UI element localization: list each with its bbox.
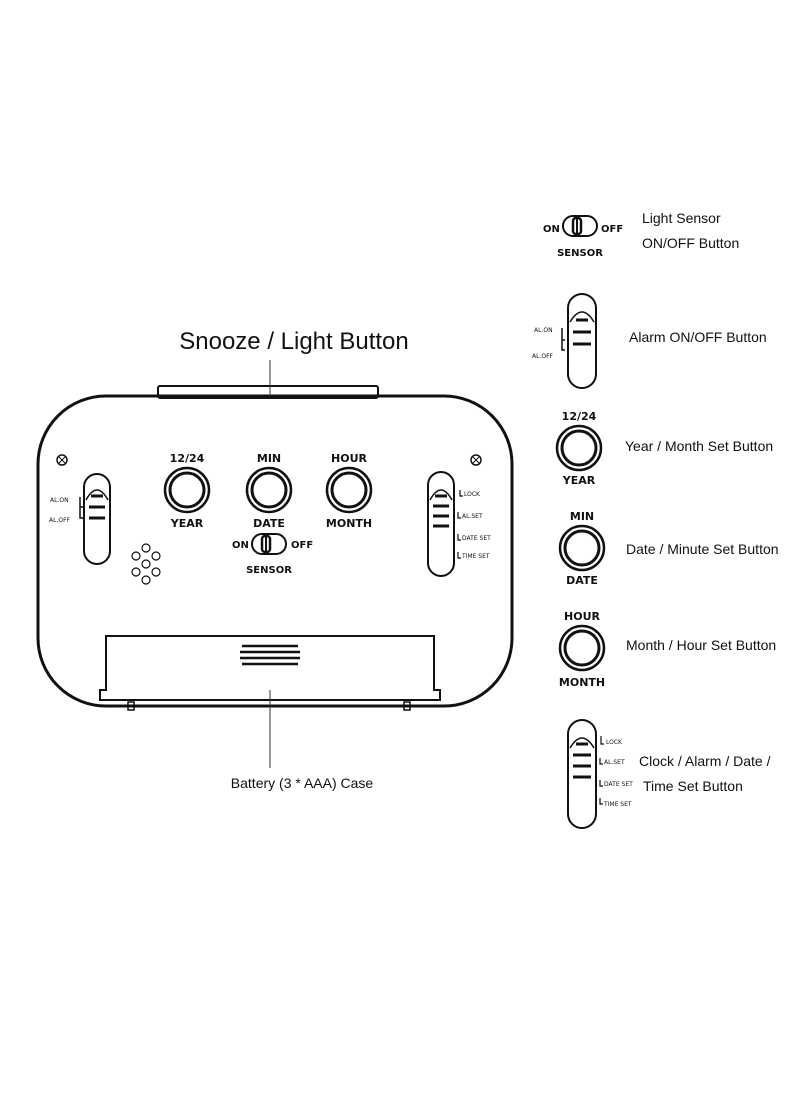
legend-month-hour-label: Month / Hour Set Button (626, 637, 776, 653)
legend-light-sensor-label-2: ON/OFF Button (642, 235, 739, 251)
button-1224-year-body: 12/24 YEAR (163, 452, 211, 530)
legend-date-minute-label: Date / Minute Set Button (626, 541, 779, 557)
svg-text:OFF: OFF (291, 540, 313, 551)
svg-text:12/24: 12/24 (562, 410, 597, 423)
svg-text:ON: ON (543, 224, 560, 235)
legend-button-hour-month: HOUR MONTH (558, 610, 606, 689)
alarm-off-label: AL.OFF (49, 517, 71, 524)
clock-body (36, 385, 514, 708)
legend-button-1224-year: 12/24 YEAR (555, 410, 603, 487)
svg-text:DATE SET: DATE SET (462, 535, 491, 542)
svg-text:TIME SET: TIME SET (603, 801, 632, 808)
svg-text:LOCK: LOCK (464, 491, 481, 498)
svg-text:AL.SET: AL.SET (604, 759, 625, 766)
alarm-switch-body: AL.ON AL.OFF (49, 473, 111, 565)
svg-text:SENSOR: SENSOR (246, 565, 292, 576)
legend-mode-label: Clock / Alarm / Date / (639, 753, 771, 769)
legend-sensor-switch: ON OFF SENSOR (543, 215, 623, 259)
svg-text:DATE: DATE (253, 517, 285, 530)
snooze-light-button (157, 385, 379, 399)
svg-text:AL.SET: AL.SET (462, 513, 483, 520)
svg-text:TIME SET: TIME SET (461, 553, 490, 560)
clock-housing (36, 394, 514, 708)
svg-text:HOUR: HOUR (331, 452, 367, 465)
mode-switch-body: LOCK AL.SET DATE SET TIME SET (427, 471, 491, 577)
battery-label: Battery (3 * AAA) Case (231, 775, 374, 791)
svg-text:SENSOR: SENSOR (557, 248, 603, 259)
svg-text:YEAR: YEAR (562, 474, 596, 487)
svg-text:MIN: MIN (570, 510, 594, 523)
svg-text:MONTH: MONTH (326, 517, 372, 530)
svg-text:OFF: OFF (601, 224, 623, 235)
svg-text:DATE SET: DATE SET (604, 781, 633, 788)
svg-text:YEAR: YEAR (170, 517, 204, 530)
svg-text:MIN: MIN (257, 452, 281, 465)
button-min-date-body: MIN DATE (245, 452, 293, 530)
svg-text:AL.OFF: AL.OFF (532, 353, 554, 360)
svg-text:MONTH: MONTH (559, 676, 605, 689)
screw-icon-right (470, 454, 482, 466)
legend-button-min-date: MIN DATE (558, 510, 606, 587)
legend-light-sensor-label: Light Sensor (642, 210, 721, 226)
legend-year-month-label: Year / Month Set Button (625, 438, 773, 454)
snooze-label: Snooze / Light Button (179, 328, 409, 355)
legend-mode-label-2: Time Set Button (643, 778, 743, 794)
button-hour-month-body: HOUR MONTH (325, 452, 373, 530)
svg-text:ON: ON (232, 540, 249, 551)
legend-alarm-label: Alarm ON/OFF Button (629, 329, 767, 345)
legend-mode-switch: LOCK AL.SET DATE SET TIME SET (567, 719, 633, 829)
svg-text:HOUR: HOUR (564, 610, 600, 623)
alarm-on-label: AL.ON (50, 497, 69, 504)
svg-text:AL.ON: AL.ON (534, 327, 553, 334)
svg-text:12/24: 12/24 (170, 452, 205, 465)
speaker-grille (131, 543, 161, 585)
svg-text:LOCK: LOCK (606, 739, 623, 746)
battery-case (99, 635, 441, 711)
sensor-switch-body: ON OFF SENSOR (232, 533, 313, 576)
legend-alarm-switch: AL.ON AL.OFF (532, 293, 597, 389)
screw-icon-left (56, 454, 68, 466)
svg-text:DATE: DATE (566, 574, 598, 587)
